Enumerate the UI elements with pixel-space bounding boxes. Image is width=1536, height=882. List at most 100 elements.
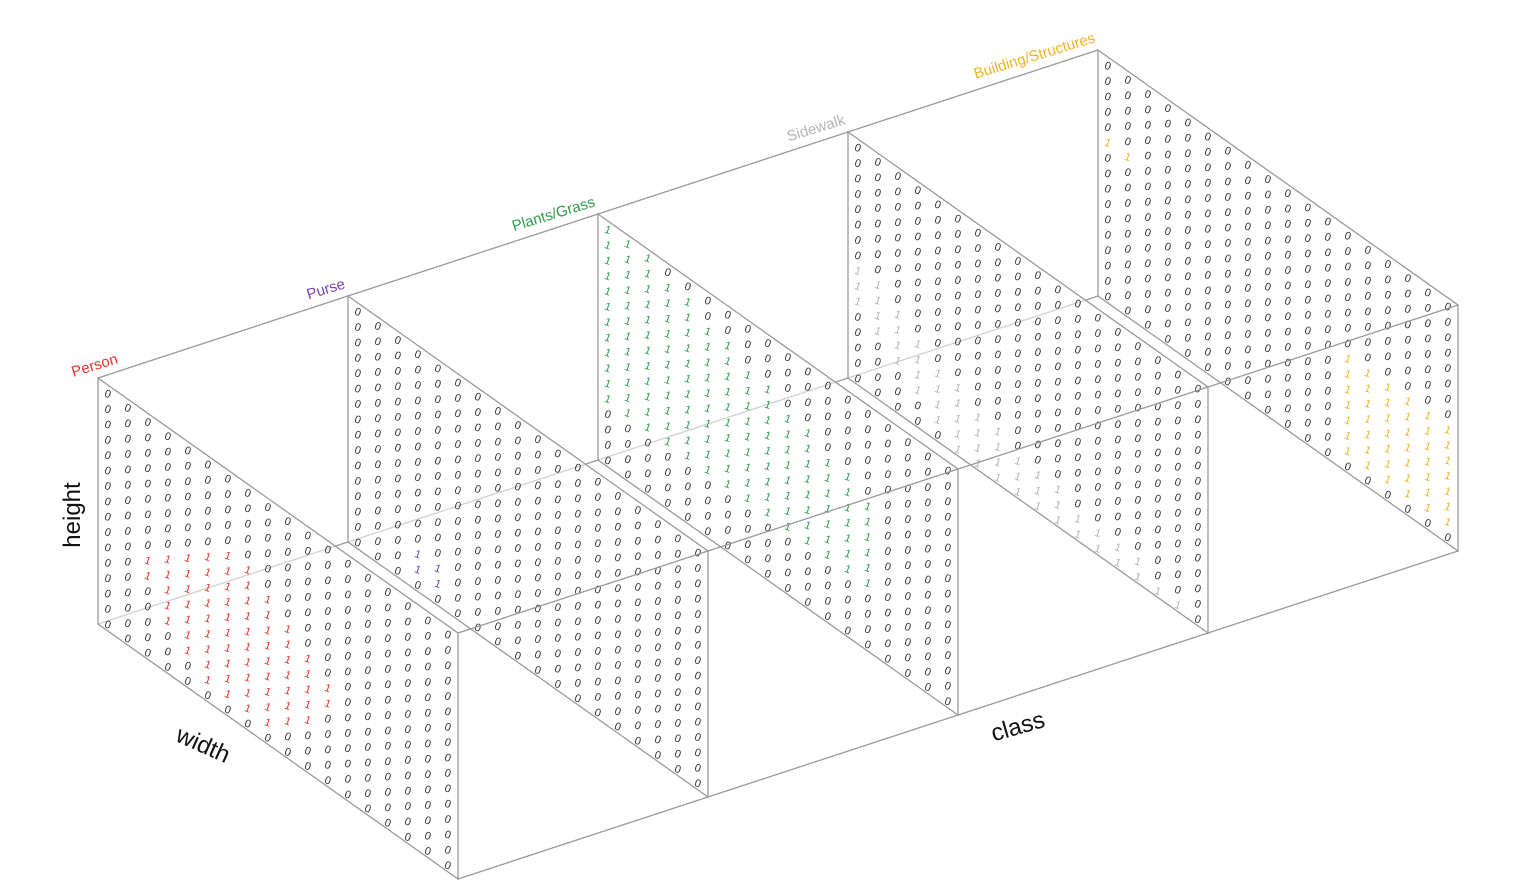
- cell-zero: 0: [653, 672, 663, 685]
- cell-zero: 0: [673, 548, 683, 561]
- cell-zero: 0: [1133, 355, 1143, 368]
- cell-zero: 0: [323, 667, 333, 680]
- cell-zero: 0: [863, 485, 873, 498]
- cell-zero: 0: [1263, 327, 1273, 340]
- cell-zero: 0: [183, 537, 193, 550]
- cell-zero: 0: [373, 551, 383, 564]
- cell-one: 1: [683, 450, 693, 463]
- cell-zero: 0: [303, 529, 313, 542]
- cell-zero: 0: [403, 800, 413, 813]
- cell-zero: 0: [693, 623, 703, 636]
- cell-zero: 0: [1223, 160, 1233, 173]
- cell-zero: 0: [143, 524, 153, 537]
- cell-one: 1: [623, 330, 633, 343]
- cell-zero: 0: [873, 371, 883, 384]
- cell-zero: 0: [513, 465, 523, 478]
- cell-one: 1: [823, 487, 833, 500]
- cell-zero: 0: [1133, 525, 1143, 538]
- cell-zero: 0: [1013, 301, 1023, 314]
- cell-one: 1: [843, 548, 853, 561]
- cell-zero: 0: [873, 156, 883, 169]
- cell-zero: 0: [1403, 288, 1413, 301]
- cell-zero: 0: [1143, 134, 1153, 147]
- cell-zero: 0: [1153, 554, 1163, 567]
- cell-zero: 0: [863, 623, 873, 636]
- cell-zero: 0: [343, 573, 353, 586]
- cell-zero: 0: [1193, 598, 1203, 611]
- cell-zero: 0: [123, 540, 133, 553]
- cell-zero: 0: [1203, 284, 1213, 297]
- cell-zero: 0: [553, 663, 563, 676]
- cell-zero: 0: [1143, 119, 1153, 132]
- cell-zero: 0: [1303, 417, 1313, 430]
- cell-zero: 0: [1443, 316, 1453, 329]
- cell-zero: 0: [493, 482, 503, 495]
- cell-zero: 0: [123, 448, 133, 461]
- cell-zero: 0: [703, 494, 713, 507]
- cell-zero: 0: [433, 424, 443, 437]
- cell-one: 1: [643, 283, 653, 296]
- cell-one: 1: [1123, 151, 1133, 164]
- cell-zero: 0: [343, 773, 353, 786]
- cell-zero: 0: [343, 681, 353, 694]
- cell-zero: 0: [1093, 435, 1103, 448]
- cell-zero: 0: [933, 260, 943, 273]
- cell-one: 1: [1443, 439, 1453, 452]
- cell-one: 1: [743, 384, 753, 397]
- cell-zero: 0: [263, 732, 273, 745]
- cell-zero: 0: [703, 510, 713, 523]
- cell-zero: 0: [903, 436, 913, 449]
- cell-zero: 0: [823, 380, 833, 393]
- cell-zero: 0: [673, 671, 683, 684]
- cell-zero: 0: [853, 203, 863, 216]
- cell-one: 1: [1383, 473, 1393, 486]
- cell-zero: 0: [903, 636, 913, 649]
- cell-zero: 0: [533, 587, 543, 600]
- cell-one: 1: [873, 294, 883, 307]
- cell-zero: 0: [1153, 385, 1163, 398]
- cell-zero: 0: [613, 705, 623, 718]
- cell-one: 1: [763, 399, 773, 412]
- cell-one: 1: [663, 328, 673, 341]
- cell-zero: 0: [1113, 372, 1123, 385]
- cell-zero: 0: [623, 422, 633, 435]
- cell-zero: 0: [433, 593, 443, 606]
- cell-zero: 0: [653, 580, 663, 593]
- cell-one: 1: [783, 474, 793, 487]
- cell-zero: 0: [413, 379, 423, 392]
- cell-zero: 0: [1073, 359, 1083, 372]
- cell-zero: 0: [803, 581, 813, 594]
- cell-zero: 0: [1303, 340, 1313, 353]
- cell-zero: 0: [693, 762, 703, 775]
- cell-zero: 0: [823, 395, 833, 408]
- cell-zero: 0: [883, 453, 893, 466]
- cell-zero: 0: [1073, 467, 1083, 480]
- cell-zero: 0: [393, 549, 403, 562]
- cell-zero: 0: [703, 479, 713, 492]
- cell-zero: 0: [573, 661, 583, 674]
- cell-one: 1: [1113, 557, 1123, 570]
- cell-zero: 0: [1443, 362, 1453, 375]
- cell-zero: 0: [693, 562, 703, 575]
- cell-one: 1: [823, 503, 833, 516]
- cell-one: 1: [683, 434, 693, 447]
- cell-zero: 0: [903, 559, 913, 572]
- cell-zero: 0: [423, 630, 433, 643]
- cell-zero: 0: [553, 586, 563, 599]
- cell-zero: 0: [123, 510, 133, 523]
- cell-zero: 0: [1173, 399, 1183, 412]
- cell-one: 1: [603, 255, 613, 268]
- cell-zero: 0: [1423, 302, 1433, 315]
- cell-one: 1: [1343, 384, 1353, 397]
- cell-zero: 0: [223, 534, 233, 547]
- cell-zero: 0: [353, 536, 363, 549]
- cell-zero: 0: [873, 187, 883, 200]
- cell-one: 1: [623, 284, 633, 297]
- cell-zero: 0: [1133, 386, 1143, 399]
- cell-zero: 0: [473, 437, 483, 450]
- cell-one: 1: [743, 477, 753, 490]
- cell-zero: 0: [1173, 415, 1183, 428]
- cell-zero: 0: [1243, 282, 1253, 295]
- cell-zero: 0: [453, 453, 463, 466]
- cell-zero: 0: [1193, 398, 1203, 411]
